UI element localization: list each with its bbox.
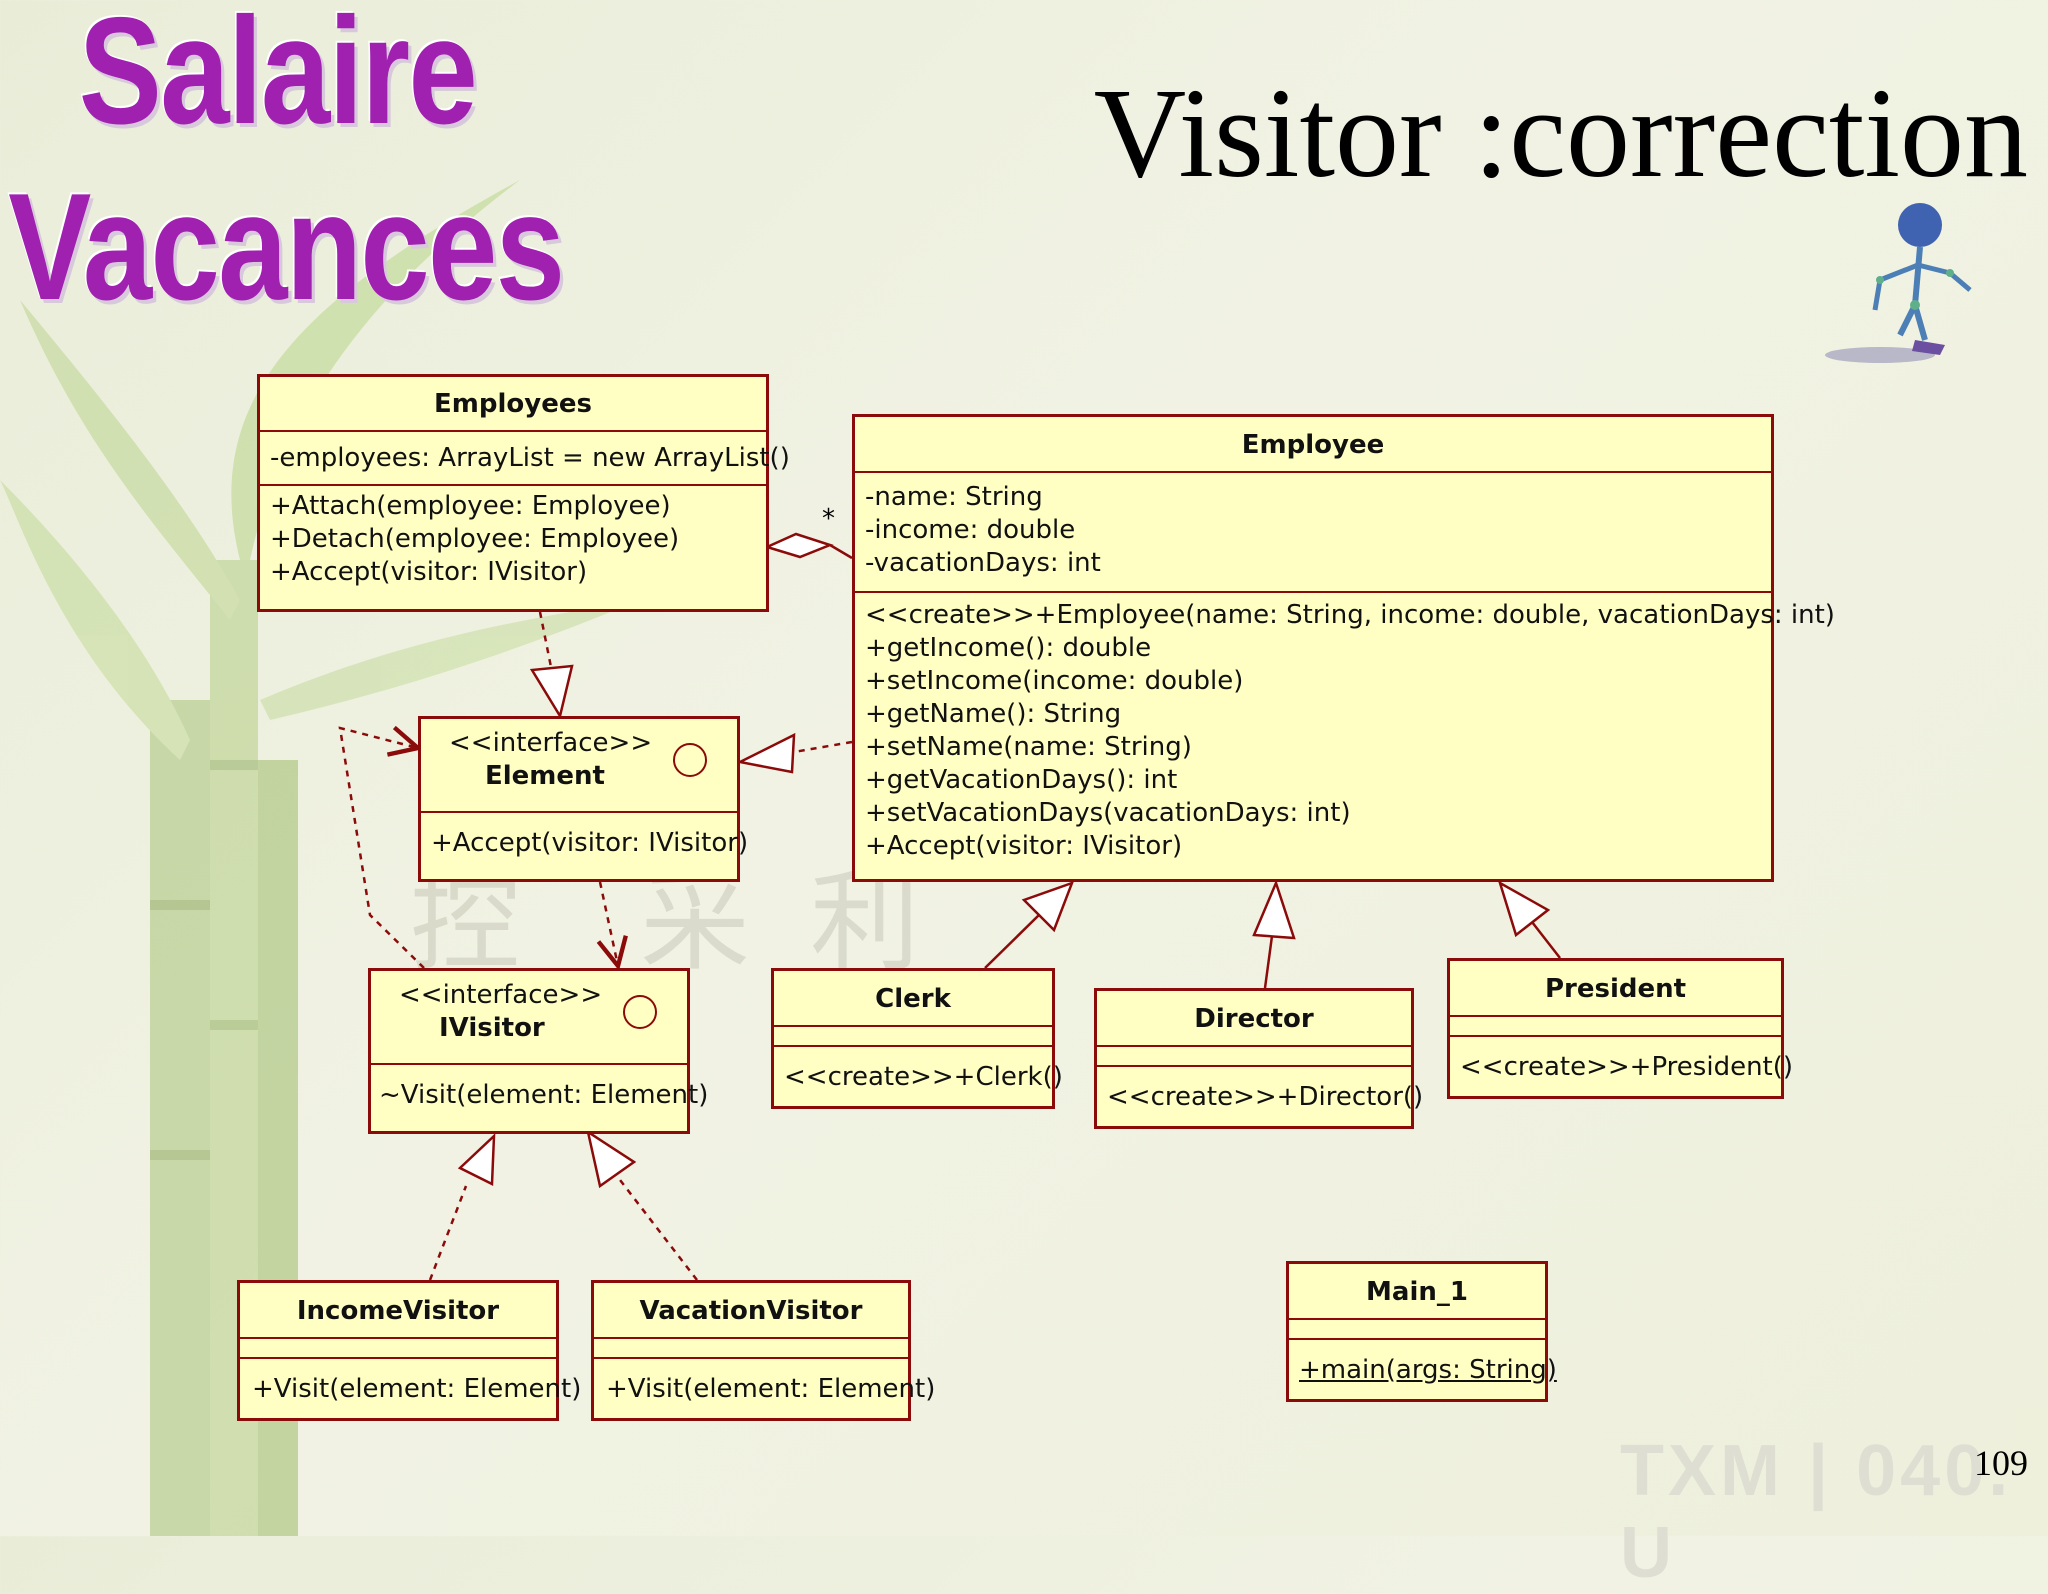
- attribute: -employees: ArrayList = new ArrayList(): [270, 443, 790, 473]
- slide-title: Visitor :correction: [1093, 62, 2028, 204]
- operations-section: +Visit(element: Element): [240, 1359, 582, 1419]
- operations-section: +Accept(visitor: IVisitor): [421, 813, 749, 879]
- operations-section: ~Visit(element: Element): [371, 1065, 709, 1131]
- attributes-section: [594, 1339, 908, 1359]
- class-name: Clerk: [774, 971, 1052, 1027]
- operations-section: <<create>>+Director(): [1097, 1067, 1424, 1127]
- brand-line-2: Vacances: [8, 162, 565, 332]
- attributes-section: [1289, 1320, 1545, 1340]
- class-president[interactable]: President <<create>>+President(): [1447, 958, 1794, 1099]
- operation: +getName(): String: [865, 699, 1122, 729]
- attributes-section: [240, 1339, 556, 1359]
- operation: +Visit(element: Element): [252, 1374, 582, 1404]
- class-employee[interactable]: Employee -name: String -income: double -…: [852, 414, 1835, 882]
- class-name: Element: [485, 761, 605, 791]
- operation: <<create>>+President(): [1460, 1052, 1794, 1082]
- operation: <<create>>+Employee(name: String, income…: [865, 600, 1835, 630]
- class-main[interactable]: Main_1 +main(args: String): [1286, 1261, 1557, 1402]
- class-name: IncomeVisitor: [240, 1283, 556, 1339]
- attribute: -vacationDays: int: [865, 548, 1101, 578]
- page-number: 109: [1974, 1443, 2028, 1483]
- operation: +Detach(employee: Employee): [270, 524, 680, 554]
- operations-section: <<create>>+President(): [1450, 1037, 1794, 1097]
- operation: <<create>>+Director(): [1107, 1082, 1424, 1112]
- class-incomevisitor[interactable]: IncomeVisitor +Visit(element: Element): [237, 1280, 582, 1421]
- attributes-section: -employees: ArrayList = new ArrayList(): [260, 432, 790, 486]
- class-name: Employee: [855, 417, 1771, 473]
- stereotype-label: <<interface>>: [449, 728, 653, 758]
- operation: +Attach(employee: Employee): [270, 491, 671, 521]
- operation: ~Visit(element: Element): [379, 1080, 709, 1110]
- interface-ivisitor[interactable]: <<interface>> IVisitor ~Visit(element: E…: [368, 968, 709, 1134]
- operation: +setIncome(income: double): [865, 666, 1244, 696]
- brand-line-1: Salaire: [78, 0, 478, 156]
- attributes-section: [1097, 1047, 1411, 1067]
- class-director[interactable]: Director <<create>>+Director(): [1094, 988, 1424, 1129]
- interface-circle-icon: [623, 995, 657, 1029]
- operations-section: <<create>>+Clerk(): [774, 1047, 1063, 1107]
- class-name: Main_1: [1289, 1264, 1545, 1320]
- operation: <<create>>+Clerk(): [784, 1062, 1063, 1092]
- class-clerk[interactable]: Clerk <<create>>+Clerk(): [771, 968, 1063, 1109]
- operations-section: +main(args: String): [1289, 1340, 1557, 1400]
- operation: +setName(name: String): [865, 732, 1192, 762]
- multiplicity-label: *: [822, 504, 835, 534]
- operation: +setVacationDays(vacationDays: int): [865, 798, 1351, 828]
- operation: +Accept(visitor: IVisitor): [431, 828, 749, 858]
- operation: +getVacationDays(): int: [865, 765, 1178, 795]
- attribute: -name: String: [865, 482, 1043, 512]
- operation: +Visit(element: Element): [606, 1374, 936, 1404]
- operation: +Accept(visitor: IVisitor): [270, 557, 588, 587]
- class-name: Director: [1097, 991, 1411, 1047]
- class-vacationvisitor[interactable]: VacationVisitor +Visit(element: Element): [591, 1280, 936, 1421]
- operation: +main(args: String): [1299, 1355, 1557, 1385]
- attribute: -income: double: [865, 515, 1076, 545]
- stereotype-label: <<interface>>: [399, 980, 603, 1010]
- operations-section: +Visit(element: Element): [594, 1359, 936, 1419]
- attributes-section: -name: String -income: double -vacationD…: [855, 473, 1771, 593]
- interface-header: <<interface>> IVisitor: [371, 971, 687, 1065]
- attributes-section: [1450, 1017, 1781, 1037]
- class-employees[interactable]: Employees -employees: ArrayList = new Ar…: [257, 374, 790, 612]
- operations-section: <<create>>+Employee(name: String, income…: [855, 593, 1835, 867]
- interface-header: <<interface>> Element: [421, 719, 737, 813]
- attributes-section: [774, 1027, 1052, 1047]
- walking-figure-icon: [1825, 203, 1972, 363]
- class-name: President: [1450, 961, 1781, 1017]
- operation: +Accept(visitor: IVisitor): [865, 831, 1183, 861]
- interface-circle-icon: [673, 743, 707, 777]
- interface-element[interactable]: <<interface>> Element +Accept(visitor: I…: [418, 716, 749, 882]
- operations-section: +Attach(employee: Employee) +Detach(empl…: [260, 486, 766, 593]
- class-name: IVisitor: [439, 1013, 545, 1043]
- class-name: Employees: [260, 377, 766, 432]
- class-name: VacationVisitor: [594, 1283, 908, 1339]
- operation: +getIncome(): double: [865, 633, 1152, 663]
